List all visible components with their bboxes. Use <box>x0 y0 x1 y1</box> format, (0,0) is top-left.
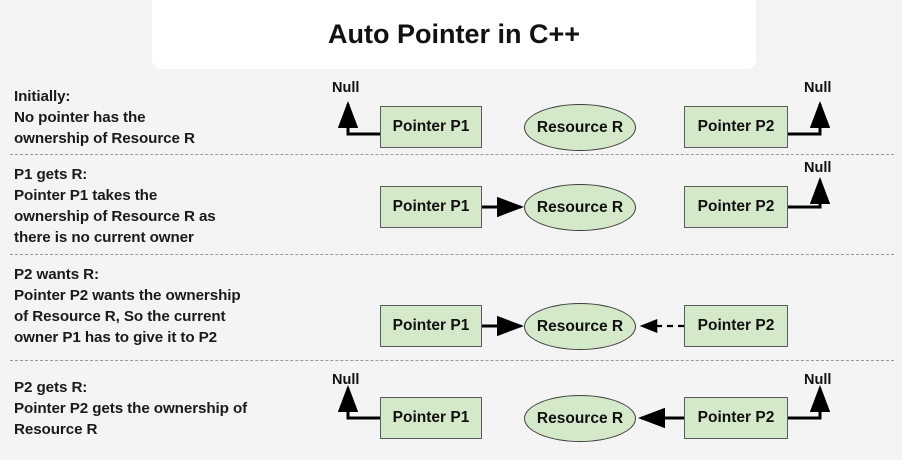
null-label-p1-s1: Null <box>332 80 360 96</box>
section-initially: Initially: No pointer has the ownership … <box>0 0 902 154</box>
null-label-p2-s4: Null <box>804 372 832 388</box>
section-p2-wants-r: P2 wants R: Pointer P2 wants the ownersh… <box>0 254 902 360</box>
page-title: Auto Pointer in C++ <box>327 19 581 49</box>
resource-r-label: Resource R <box>536 409 624 427</box>
resource-r-ellipse-s4[interactable]: Resource R <box>524 395 636 442</box>
pointer-p2-label: Pointer P2 <box>697 409 775 426</box>
section-divider-1 <box>10 154 894 155</box>
pointer-p1-box-s4[interactable]: Pointer P1 <box>380 397 482 439</box>
resource-r-label: Resource R <box>536 317 624 335</box>
pointer-p2-box-s1[interactable]: Pointer P2 <box>684 106 788 148</box>
pointer-p1-label: Pointer P1 <box>392 409 470 426</box>
pointer-p2-box-s2[interactable]: Pointer P2 <box>684 186 788 228</box>
resource-r-ellipse-s2[interactable]: Resource R <box>524 184 636 231</box>
pointer-p1-label: Pointer P1 <box>392 317 470 334</box>
section-p2-gets-r: P2 gets R: Pointer P2 gets the ownership… <box>0 360 902 460</box>
null-label-p1-s4: Null <box>332 372 360 388</box>
section-p1-gets-r: P1 gets R: Pointer P1 takes the ownershi… <box>0 154 902 254</box>
pointer-p2-box-s4[interactable]: Pointer P2 <box>684 397 788 439</box>
null-label-p2-s2: Null <box>804 160 832 176</box>
pointer-p1-box-s1[interactable]: Pointer P1 <box>380 106 482 148</box>
pointer-p2-box-s3[interactable]: Pointer P2 <box>684 305 788 347</box>
resource-r-ellipse-s1[interactable]: Resource R <box>524 104 636 151</box>
pointer-p1-label: Pointer P1 <box>392 198 470 215</box>
pointer-p1-box-s3[interactable]: Pointer P1 <box>380 305 482 347</box>
section-divider-3 <box>10 360 894 361</box>
section-p1-gets-r-text: P1 gets R: Pointer P1 takes the ownershi… <box>14 166 216 246</box>
pointer-p2-label: Pointer P2 <box>697 198 775 215</box>
section-initially-text: Initially: No pointer has the ownership … <box>14 88 195 147</box>
section-p2-gets-r-text: P2 gets R: Pointer P2 gets the ownership… <box>14 379 248 438</box>
pointer-p2-label: Pointer P2 <box>697 317 775 334</box>
title-banner: Auto Pointer in C++ <box>152 0 756 69</box>
resource-r-label: Resource R <box>536 198 624 216</box>
section-p2-wants-r-text: P2 wants R: Pointer P2 wants the ownersh… <box>14 266 241 346</box>
pointer-p1-label: Pointer P1 <box>392 118 470 135</box>
null-label-p2-s1: Null <box>804 80 832 96</box>
section-divider-2 <box>10 254 894 255</box>
pointer-p2-label: Pointer P2 <box>697 118 775 135</box>
resource-r-label: Resource R <box>536 118 624 136</box>
resource-r-ellipse-s3[interactable]: Resource R <box>524 303 636 350</box>
pointer-p1-box-s2[interactable]: Pointer P1 <box>380 186 482 228</box>
